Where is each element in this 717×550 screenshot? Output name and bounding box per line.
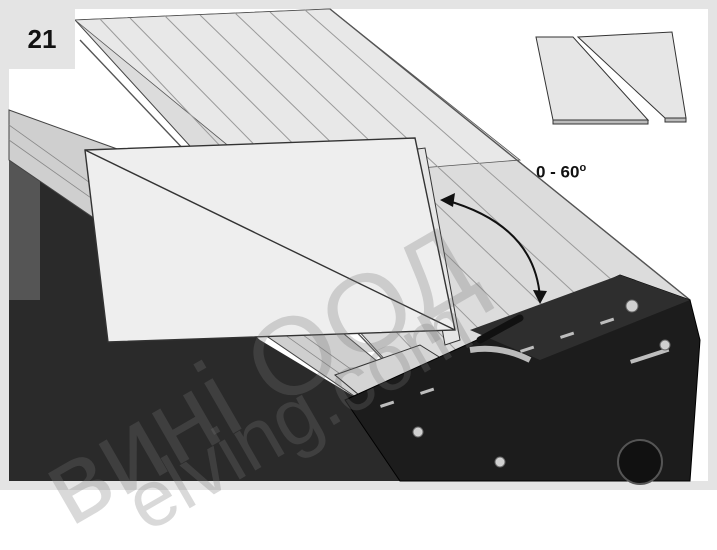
assembly-illustration	[8, 8, 701, 485]
machine-plate-top	[470, 275, 690, 360]
plate-slots	[380, 317, 670, 408]
cut-line	[84, 149, 456, 331]
arrow-head-bottom	[533, 290, 547, 304]
angle-range-label: 0 - 60o	[536, 162, 586, 183]
machine-base-left-face	[9, 140, 40, 300]
arrow-head-top	[440, 193, 455, 207]
protractor-scale	[469, 345, 532, 363]
angle-arc-arrow	[444, 199, 541, 299]
rail-top-face	[73, 8, 522, 181]
angle-degree-symbol: o	[579, 162, 587, 174]
plate-bolts	[412, 299, 671, 468]
inset-cut-pieces	[535, 31, 687, 125]
lock-handle	[476, 314, 524, 344]
angle-range-value: 0 - 60	[536, 162, 580, 182]
wheel	[617, 439, 663, 485]
step-number: 21	[9, 9, 75, 69]
